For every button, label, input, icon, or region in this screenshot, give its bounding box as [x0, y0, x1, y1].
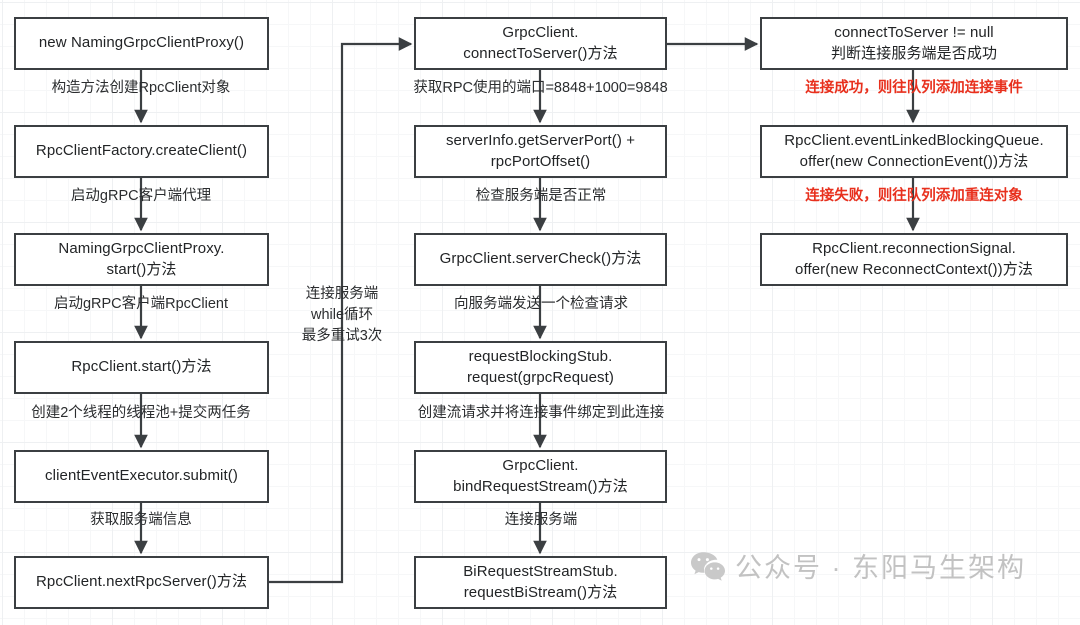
- edge-loop-n6-m1: [269, 37, 413, 584]
- node-grpcclient-bindrequeststream[interactable]: GrpcClient. bindRequestStream()方法: [414, 450, 667, 503]
- edge-label-m3-m4: 向服务端发送一个检查请求: [454, 296, 628, 312]
- node-reconnectionsignal-offer[interactable]: RpcClient.reconnectionSignal. offer(new …: [760, 233, 1068, 286]
- edge-label-n1-n2: 构造方法创建RpcClient对象: [51, 80, 231, 96]
- node-rpcclient-start[interactable]: RpcClient.start()方法: [14, 341, 269, 394]
- node-serverinfo-getserverport[interactable]: serverInfo.getServerPort() + rpcPortOffs…: [414, 125, 667, 178]
- edge-label-m2-m3: 检查服务端是否正常: [475, 188, 607, 204]
- node-eventlinkedblockingqueue-offer[interactable]: RpcClient.eventLinkedBlockingQueue. offe…: [760, 125, 1068, 178]
- node-requestblockingstub-request[interactable]: requestBlockingStub. request(grpcRequest…: [414, 341, 667, 394]
- node-clienteventexecutor-submit[interactable]: clientEventExecutor.submit(): [14, 450, 269, 503]
- edge-label-m1-m2: 获取RPC使用的端口=8848+1000=9848: [413, 80, 668, 96]
- edge-label-n3-n4: 启动gRPC客户端RpcClient: [53, 296, 229, 312]
- edge-label-r1-r2: 连接成功，则往队列添加连接事件: [805, 80, 1023, 96]
- node-rpcclient-nextrpcserver[interactable]: RpcClient.nextRpcServer()方法: [14, 556, 269, 609]
- watermark: 公众号 · 东阳马生架构: [690, 546, 1026, 585]
- edge-label-loop-retry: 连接服务端 while循环 最多重试3次: [301, 286, 383, 345]
- edge-label-n5-n6: 获取服务端信息: [90, 512, 192, 528]
- edge-label-m5-m6: 连接服务端: [504, 512, 578, 528]
- edge-label-n4-n5: 创建2个线程的线程池+提交两任务: [31, 405, 251, 421]
- node-grpcclient-servercheck[interactable]: GrpcClient.serverCheck()方法: [414, 233, 667, 286]
- node-grpcclient-connecttoserver[interactable]: GrpcClient. connectToServer()方法: [414, 17, 667, 70]
- wechat-icon: [690, 551, 726, 581]
- node-connecttoserver-notnull-check[interactable]: connectToServer != null 判断连接服务端是否成功: [760, 17, 1068, 70]
- node-naminggrpcclientproxy-start[interactable]: NamingGrpcClientProxy. start()方法: [14, 233, 269, 286]
- edge-label-r2-r3: 连接失败，则往队列添加重连对象: [805, 188, 1023, 204]
- watermark-text: 公众号 · 东阳马生架构: [735, 553, 1026, 583]
- node-new-naminggrpcclientproxy[interactable]: new NamingGrpcClientProxy(): [14, 17, 269, 70]
- edge-label-m4-m5: 创建流请求并将连接事件绑定到此连接: [417, 405, 665, 421]
- edge-label-n2-n3: 启动gRPC客户端代理: [70, 188, 212, 204]
- node-rpcclientfactory-createclient[interactable]: RpcClientFactory.createClient(): [14, 125, 269, 178]
- node-birequeststreamstub-requestbistream[interactable]: BiRequestStreamStub. requestBiStream()方法: [414, 556, 667, 609]
